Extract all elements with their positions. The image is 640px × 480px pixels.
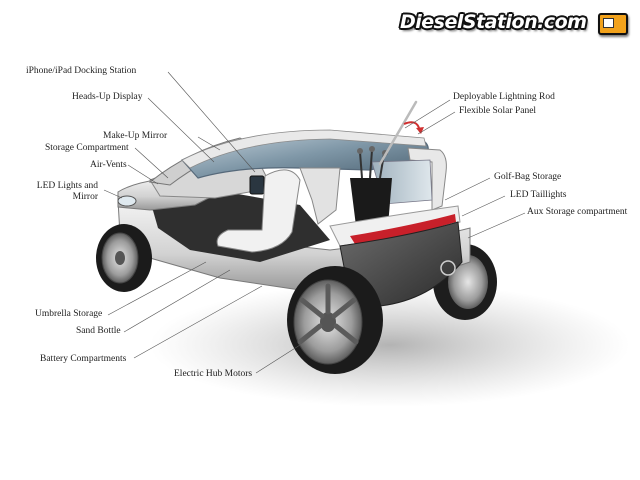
ground-shadow: [150, 283, 630, 407]
wheel-rear-near: [287, 266, 383, 374]
lightning-rod: [378, 100, 418, 166]
label-battery-compartments: Battery Compartments: [40, 354, 127, 364]
label-led-taillights: LED Taillights: [510, 190, 567, 200]
label-led-lights: LED Lights and Mirror: [36, 181, 98, 203]
label-heads-up-display: Heads-Up Display: [72, 92, 143, 102]
label-solar-panel: Flexible Solar Panel: [459, 106, 537, 116]
wheel-front: [96, 224, 152, 292]
rear-pillar: [299, 167, 341, 225]
label-led-lights-line1: LED Lights and: [36, 181, 98, 191]
led-taillight: [350, 214, 456, 244]
leader-lines: [103, 71, 526, 374]
rear-emblem: [440, 260, 456, 276]
logo-text: DieselStation.com: [400, 11, 587, 33]
roof-frame: [181, 129, 427, 169]
label-make-up-mirror: Make-Up Mirror: [103, 131, 168, 141]
logo-badge-icon: [598, 13, 628, 35]
docking-station-screen: [249, 175, 265, 195]
label-umbrella-storage: Umbrella Storage: [35, 309, 103, 319]
seat: [216, 169, 301, 253]
dieselstation-logo: DieselStation.com: [400, 8, 628, 36]
label-storage-compartment: Storage Compartment: [45, 143, 129, 153]
label-led-lights-line2: Mirror: [72, 192, 98, 202]
label-air-vents: Air-Vents: [90, 160, 127, 170]
front-led-lights: [117, 195, 137, 207]
label-aux-storage: Aux Storage compartment: [527, 207, 628, 217]
label-golf-bag-storage: Golf-Bag Storage: [494, 172, 562, 182]
label-electric-hub-motors: Electric Hub Motors: [174, 369, 253, 379]
label-docking-station: iPhone/iPad Docking Station: [26, 66, 137, 76]
label-lightning-rod: Deployable Lightning Rod: [453, 92, 555, 102]
label-sand-bottle: Sand Bottle: [76, 326, 121, 336]
